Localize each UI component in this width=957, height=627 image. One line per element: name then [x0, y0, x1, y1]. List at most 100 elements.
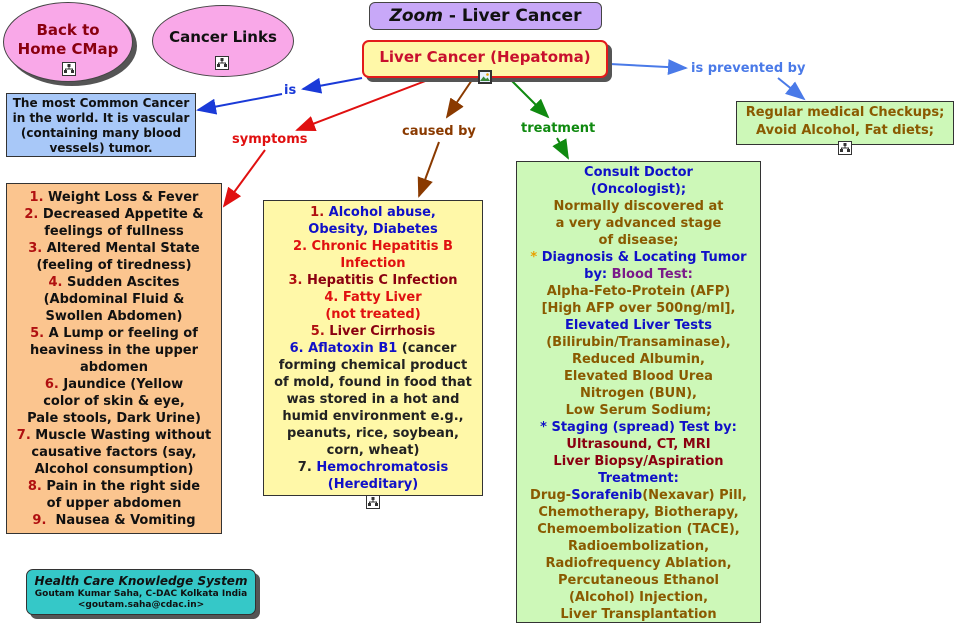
symptom-text: heaviness in the upper	[30, 343, 198, 358]
treatment-text: Sorafenib	[571, 488, 643, 503]
symptom-number: 5.	[30, 326, 45, 341]
treatment-text: by:	[584, 267, 612, 282]
symptom-line: feelings of fullness	[7, 223, 221, 240]
symptom-line: Swollen Abdomen)	[7, 308, 221, 325]
treatment-text: Ultrasound, CT, MRI	[566, 437, 711, 452]
cmap-resource-icon[interactable]	[215, 56, 229, 70]
symptom-text: Pain in the right side	[46, 479, 201, 494]
link-label-is: is	[284, 83, 297, 98]
treatment-text: Nitrogen (BUN),	[580, 386, 697, 401]
treatment-text: Elevated Blood Urea	[564, 369, 713, 384]
treatment-text: Chemotherapy, Biotherapy,	[538, 505, 739, 520]
treatment-text: Percutaneous Ethanol	[558, 573, 719, 588]
treatment-text: Radioembolization,	[567, 539, 710, 554]
treatment-line: Reduced Albumin,	[517, 351, 760, 368]
definition-line: (containing many blood	[20, 126, 182, 140]
link-is-arrow-1	[301, 77, 363, 94]
symptom-line: causative factors (say,	[7, 444, 221, 461]
symptom-line: of upper abdomen	[7, 495, 221, 512]
title-separator: -	[442, 6, 462, 26]
cause-line: 6. Aflatoxin B1 (cancer	[264, 340, 482, 357]
cause-text: forming chemical product	[278, 358, 468, 373]
cmap-resource-icon[interactable]	[838, 141, 852, 155]
cause-text: (Hereditary)	[327, 477, 419, 492]
footer-credit-box: Health Care Knowledge System Goutam Kuma…	[26, 569, 256, 615]
footer-author: Goutam Kumar Saha, C-DAC Kolkata India	[34, 589, 248, 599]
cause-line: forming chemical product	[264, 357, 482, 374]
symptom-text: Swollen Abdomen)	[45, 309, 183, 324]
title-topic: Liver Cancer	[461, 6, 582, 26]
treatment-text: (Nexavar) Pill,	[642, 488, 747, 503]
link-label-is-prevented-by: is prevented by	[691, 61, 806, 76]
cause-line: peanuts, rice, soybean,	[264, 425, 482, 442]
footer-email: <goutam.saha@cdac.in>	[77, 600, 205, 610]
symptom-number: 4.	[48, 275, 63, 290]
definition-line: The most Common Cancer	[12, 96, 190, 110]
cause-line: (Hereditary)	[264, 476, 482, 493]
link-caused-arrow-2	[417, 141, 440, 198]
cause-line: 7. Hemochromatosis	[264, 459, 482, 476]
symptom-line: Alcohol consumption)	[7, 461, 221, 478]
cause-line: Infection	[264, 255, 482, 272]
symptom-line: heaviness in the upper	[7, 342, 221, 359]
link-is-arrow-2	[196, 93, 283, 115]
treatment-line: Low Serum Sodium;	[517, 402, 760, 419]
cause-text: (cancer	[397, 341, 457, 356]
symptom-line: Pale stools, Dark Urine)	[7, 410, 221, 427]
link-label-treatment: treatment	[521, 121, 596, 136]
central-concept[interactable]: Liver Cancer (Hepatoma)	[362, 40, 608, 78]
symptom-text: A Lump or feeling of	[48, 326, 198, 341]
symptom-line: 7. Muscle Wasting without	[7, 427, 221, 444]
treatment-line: Liver Biopsy/Aspiration	[517, 453, 760, 470]
treatment-text: Drug-	[530, 488, 572, 503]
symptom-text: Weight Loss & Fever	[48, 190, 199, 205]
cause-line: of mold, found in food that	[264, 374, 482, 391]
symptom-text: (feeling of tiredness)	[36, 258, 192, 273]
definition-box: The most Common Cancer in the world. It …	[6, 93, 196, 157]
treatment-line: by: Blood Test:	[517, 266, 760, 283]
link-treatment-arrow-1	[510, 79, 550, 119]
treatment-text: Consult Doctor	[584, 165, 693, 180]
prevention-line: Regular medical Checkups;	[745, 105, 945, 120]
symptom-text: causative factors (say,	[31, 445, 197, 460]
central-concept-label: Liver Cancer (Hepatoma)	[379, 48, 591, 66]
treatment-text: [High AFP over 500ng/ml],	[541, 301, 736, 316]
treatment-text: Elevated Liver Tests	[565, 318, 712, 333]
cause-text: Infection	[340, 256, 406, 271]
treatment-text: Liver Biopsy/Aspiration	[553, 454, 724, 469]
link-prevented-arrow-1	[609, 59, 688, 76]
symptom-number: 8.	[27, 479, 42, 494]
link-prevented-arrow-2	[777, 77, 806, 101]
treatment-text: Diagnosis & Locating Tumor	[541, 250, 747, 265]
cause-text: of mold, found in food that	[274, 375, 472, 390]
treatment-text: Low Serum Sodium;	[565, 403, 712, 418]
cmap-resource-icon[interactable]	[366, 495, 380, 509]
symptom-line: 6. Jaundice (Yellow	[7, 376, 221, 393]
treatment-line: Elevated Liver Tests	[517, 317, 760, 334]
symptom-text: Decreased Appetite &	[42, 207, 204, 222]
treatment-line: Chemoembolization (TACE),	[517, 521, 760, 538]
treatment-line: of disease;	[517, 232, 760, 249]
treatment-line: Liver Transplantation	[517, 606, 760, 623]
link-treatment-arrow-2	[552, 137, 569, 160]
cause-text: 5.	[310, 324, 330, 339]
image-icon[interactable]	[478, 70, 492, 84]
treatment-text: Reduced Albumin,	[571, 352, 705, 367]
prevention-box: Regular medical Checkups; Avoid Alcohol,…	[736, 101, 954, 145]
symptom-text: abdomen	[80, 360, 148, 375]
cmap-resource-icon[interactable]	[62, 62, 76, 76]
cause-text: corn, wheat)	[326, 443, 420, 458]
cause-text: peanuts, rice, soybean,	[287, 426, 459, 441]
symptom-text: of upper abdomen	[46, 496, 182, 511]
symptom-text: Altered Mental State	[46, 241, 200, 256]
definition-line: in the world. It is vascular	[12, 111, 190, 125]
treatment-line: (Oncologist);	[517, 181, 760, 198]
symptom-number: 7.	[16, 428, 31, 443]
footer-title: Health Care Knowledge System	[34, 574, 248, 588]
treatment-text: *	[530, 250, 542, 265]
treatment-line: Normally discovered at	[517, 198, 760, 215]
cause-line: corn, wheat)	[264, 442, 482, 459]
cause-line: 2. Chronic Hepatitis B	[264, 238, 482, 255]
